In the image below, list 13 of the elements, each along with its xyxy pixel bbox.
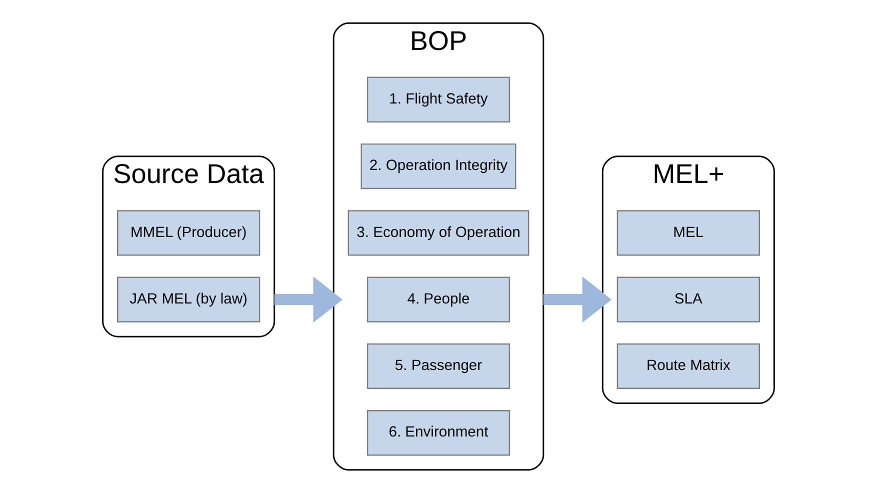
- node-box: 5. Passenger: [366, 343, 510, 390]
- node-box: 6. Environment: [366, 410, 510, 456]
- node-box: Route Matrix: [616, 343, 760, 390]
- node-box: 1. Flight Safety: [366, 76, 510, 122]
- node-box: 3. Economy of Operation: [348, 210, 530, 256]
- node-box: MEL: [616, 210, 760, 256]
- node-box: 4. People: [366, 276, 510, 322]
- arrow: [543, 276, 612, 323]
- node-box: JAR MEL (by law): [117, 276, 260, 322]
- arrow: [274, 276, 343, 323]
- node-box: 2. Operation Integrity: [360, 143, 516, 190]
- node-box: SLA: [616, 276, 760, 322]
- node-box: MMEL (Producer): [117, 210, 260, 256]
